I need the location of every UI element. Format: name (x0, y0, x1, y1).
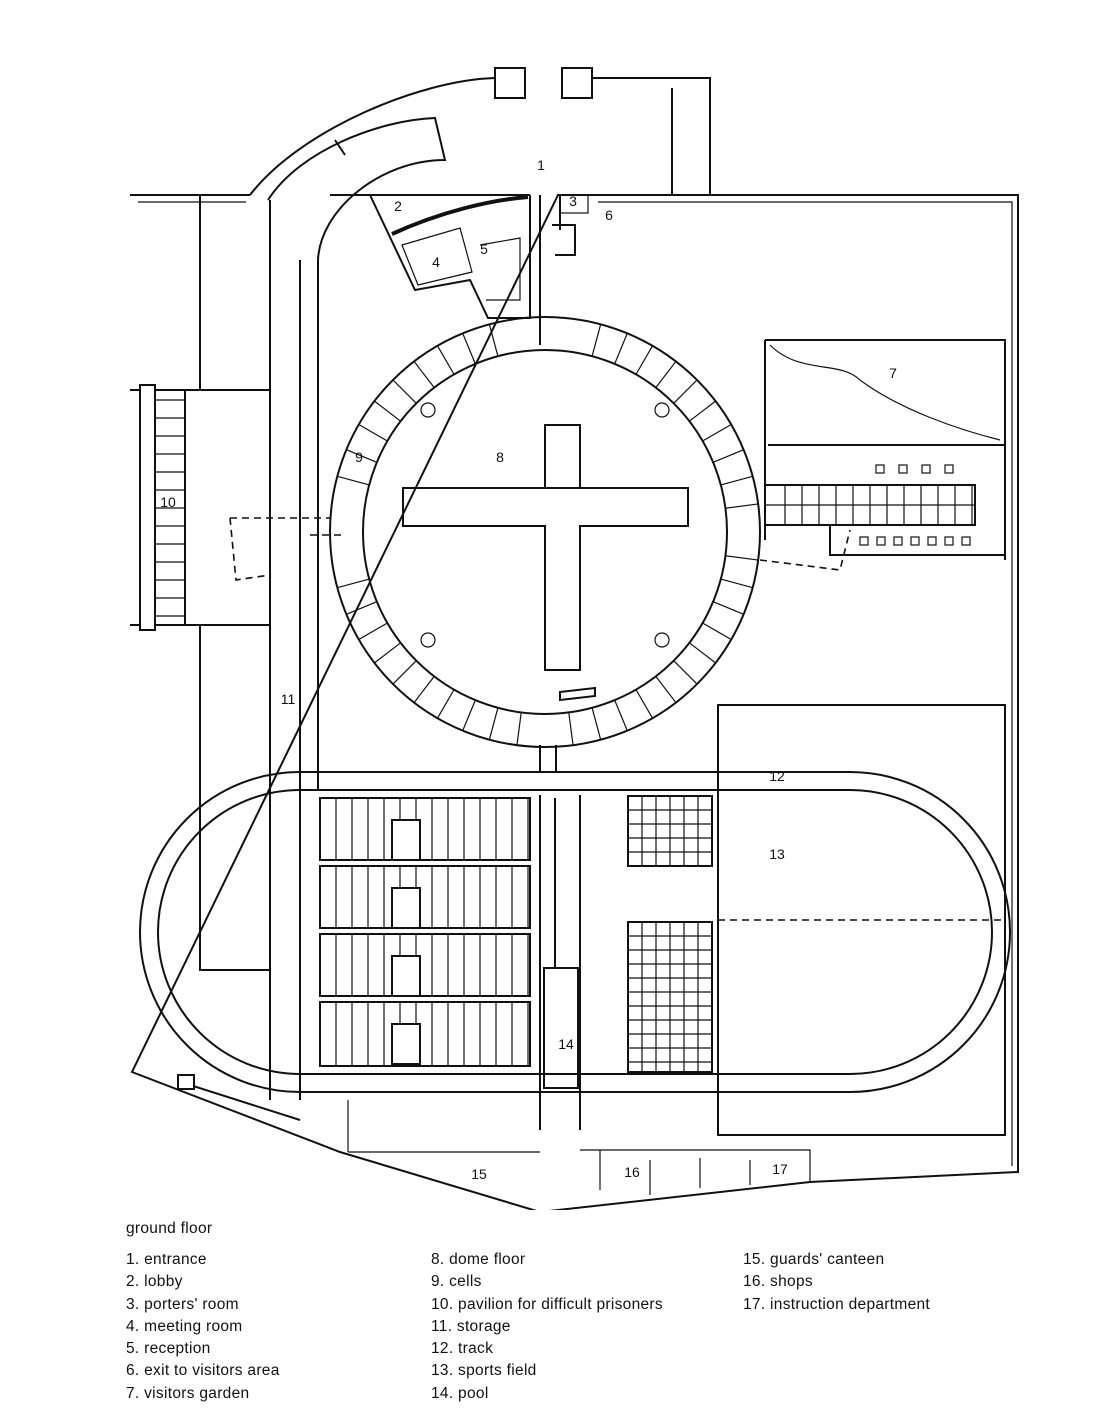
plan-area-number: 8 (496, 449, 504, 465)
plan-area-number: 4 (432, 254, 440, 270)
plan-area-number: 15 (471, 1166, 487, 1182)
legend-item: 10. pavilion for difficult prisoners (431, 1295, 663, 1313)
plan-area-number: 14 (558, 1036, 574, 1052)
plan-area-number: 7 (889, 365, 897, 381)
plan-area-number: 2 (394, 198, 402, 214)
legend-item: 8. dome floor (431, 1251, 526, 1268)
plan-area-number: 10 (160, 494, 176, 510)
plan-caption: ground floor (126, 1220, 213, 1237)
plan-area-number: 6 (605, 207, 613, 223)
plan-area-number: 16 (624, 1164, 640, 1180)
legend-item: 15. guards' canteen (743, 1251, 885, 1268)
plan-area-number: 5 (480, 241, 488, 257)
legend-item: 14. pool (431, 1384, 489, 1402)
legend-item: 11. storage (431, 1317, 511, 1335)
legend-item: 16. shops (743, 1273, 813, 1291)
legend-column-1: 1. entrance 2. lobby 3. porters' room 4. me… (126, 1249, 280, 1405)
legend-column-2: 8. dome floor 9. cells 10. pavilion for di… (431, 1249, 663, 1405)
plan-area-number: 11 (281, 691, 296, 707)
legend-item: 7. visitors garden (126, 1384, 250, 1402)
legend-item: 17. instruction department (743, 1295, 931, 1313)
legend-column-3: 15. guards' canteen 16. shops 17. instruct… (743, 1249, 930, 1316)
legend-item: 13. sports field (431, 1362, 537, 1380)
legend-item: 3. porters' room (126, 1295, 239, 1313)
plan-area-number: 3 (569, 193, 577, 209)
plan-area-number: 12 (769, 768, 785, 784)
legend-item: 9. cells (431, 1273, 482, 1291)
plan-area-number: 1 (537, 157, 545, 173)
legend-item: 6. exit to visitors area (126, 1362, 280, 1380)
plan-area-number: 17 (772, 1161, 788, 1177)
legend-item: 2. lobby (126, 1273, 183, 1291)
legend-item: 1. entrance (126, 1251, 207, 1268)
plan-area-number: 13 (769, 846, 785, 862)
legend-item: 4. meeting room (126, 1317, 243, 1335)
legend-item: 12. track (431, 1340, 494, 1358)
legend-item: 5. reception (126, 1340, 211, 1358)
plan-area-number: 9 (355, 449, 363, 465)
